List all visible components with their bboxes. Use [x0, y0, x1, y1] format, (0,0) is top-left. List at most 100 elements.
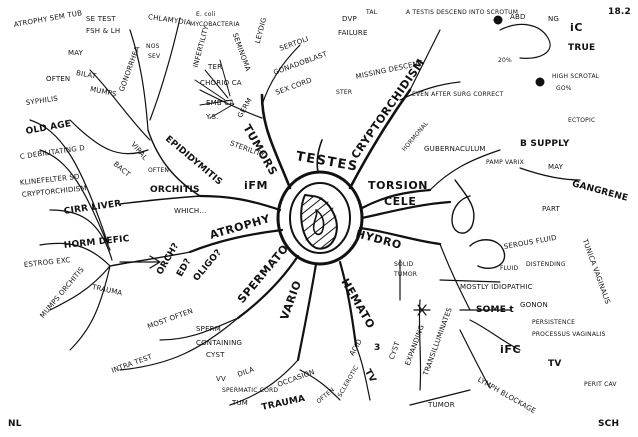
- signature-left: NL: [8, 419, 22, 429]
- label-some-t: SOME t: [476, 305, 514, 315]
- label-ster-right: STER: [336, 89, 353, 96]
- label-mostly-idio: MOSTLY IDIOPATHIC: [460, 283, 533, 291]
- branch-atrophy-left: [110, 252, 190, 266]
- branch-acid: [356, 346, 370, 400]
- label-failure: FAILURE: [338, 29, 368, 37]
- branch-semi: [200, 100, 234, 118]
- testis-cord: [317, 140, 322, 172]
- branch-epididymitis: [148, 130, 200, 196]
- branch-viral: [90, 70, 150, 140]
- scrotum-diagram: [500, 24, 550, 58]
- branch-spermato: [238, 256, 298, 318]
- label-sperm: SPERM: [196, 325, 221, 333]
- label-processus: PROCESSUS VAGINALIS: [532, 331, 606, 338]
- testis-dot-1: [494, 16, 502, 24]
- branch-klinefelter: [40, 150, 110, 250]
- cord-drawing: [452, 180, 474, 233]
- label-true: TRUE: [568, 43, 596, 53]
- hash-mark: [414, 305, 430, 315]
- branch-hydro: [360, 228, 440, 244]
- label-testis-descend: A TESTIS DESCEND INTO SCROTUM: [406, 9, 519, 16]
- label-three: 3: [374, 343, 381, 353]
- label-pampiniform: PAMP VARIX: [486, 159, 524, 166]
- label-tal: TAL: [366, 9, 378, 16]
- branch-idio: [440, 280, 500, 282]
- label-dvp: DVP: [342, 15, 357, 23]
- branch-cele: [362, 202, 450, 218]
- branch-occasion: [300, 370, 340, 400]
- branch-sperm-sub: [160, 318, 238, 340]
- label-fluid: FLUID: [500, 265, 519, 272]
- label-fsh-lh: FSH & LH: [86, 27, 121, 35]
- label-often-small: OFTEN: [148, 167, 170, 174]
- testis-dot-2: [536, 78, 544, 86]
- label-se-test: SE TEST: [86, 15, 116, 23]
- branch-mumps: [70, 266, 110, 350]
- label-containing: CONTAINING: [196, 339, 243, 347]
- label-distending: DISTENDING: [526, 261, 566, 268]
- signature-right: SCH: [598, 419, 620, 429]
- branch-gangrene: [520, 168, 580, 180]
- branch-hormdef: [40, 243, 110, 266]
- branch-orchitis: [120, 196, 200, 204]
- label-ifm: iFM: [244, 179, 269, 192]
- label-persistence: PERSISTENCE: [532, 319, 576, 326]
- label-mycobacteria: MYCOBACTERIA: [190, 21, 240, 28]
- label-tumor-small: TUMOR: [394, 271, 418, 278]
- label-cyst-lower: CYST: [206, 351, 225, 359]
- branch-trauma: [50, 266, 110, 310]
- branch-hydro-down: [440, 244, 470, 310]
- branch-hemato: [340, 262, 356, 346]
- label-tum: TUM: [232, 399, 249, 407]
- date-label: 18.2: [608, 7, 632, 17]
- testis-shading: [301, 196, 337, 249]
- branch-cyst: [419, 300, 420, 390]
- label-go: GO%: [556, 85, 572, 92]
- label-gonon: GONON: [520, 301, 548, 309]
- label-sev: SEV: [148, 53, 161, 60]
- label-chorio: CHORIO CA: [200, 79, 242, 87]
- label-ys: Y.S.: [206, 113, 219, 121]
- label-cele: CELE: [384, 195, 417, 208]
- label-ectopic: ECTOPIC: [568, 117, 596, 124]
- label-solid: SOLID: [394, 261, 414, 268]
- label-twenty: 20%: [498, 57, 512, 64]
- branch-sexcord: [262, 45, 300, 105]
- label-abd: ABD: [510, 13, 526, 21]
- branch-supply: [430, 150, 500, 190]
- label-high-scrotal: HIGH SCROTAL: [552, 73, 600, 80]
- branch-germ: [200, 90, 262, 118]
- branch-chlam: [150, 18, 180, 120]
- label-emb: EMB CA: [206, 99, 235, 107]
- branch-atrophy: [190, 230, 282, 252]
- branch-vario-sub: [230, 360, 298, 405]
- branch-ifm: [200, 196, 280, 210]
- branch-crypto-up: [410, 30, 440, 90]
- branch-bact: [70, 120, 148, 154]
- label-ic: iC: [570, 21, 584, 34]
- label-vv: VV: [216, 375, 226, 383]
- label-part: PART: [542, 205, 560, 213]
- branch-ter: [195, 60, 230, 100]
- hydro-sack: [470, 240, 505, 269]
- testis-inner: [290, 183, 350, 253]
- label-perit-cav: PERIT CAV: [584, 381, 617, 388]
- label-tumor-right: TUMOR: [428, 401, 455, 409]
- label-may-right: MAY: [548, 163, 564, 171]
- label-may: MAY: [68, 49, 84, 57]
- branch-infra: [120, 318, 238, 370]
- label-ecoli: E. coli: [196, 11, 216, 18]
- branch-gono: [130, 30, 148, 130]
- branch-lymph: [460, 330, 490, 388]
- label-ter: TER: [208, 63, 223, 71]
- label-even-after: EVEN AFTER SURG CORRECT: [412, 91, 504, 98]
- label-nos: NOS: [146, 43, 160, 50]
- branch-tumor: [410, 390, 470, 405]
- branch-crypto: [350, 90, 410, 188]
- label-often: OFTEN: [46, 75, 71, 83]
- label-gubernaculum: GUBERNACULUM: [424, 145, 486, 153]
- arrow-to-orchitis: [120, 256, 160, 268]
- label-which: WHICH...: [174, 207, 207, 215]
- branch-cirr: [50, 210, 112, 260]
